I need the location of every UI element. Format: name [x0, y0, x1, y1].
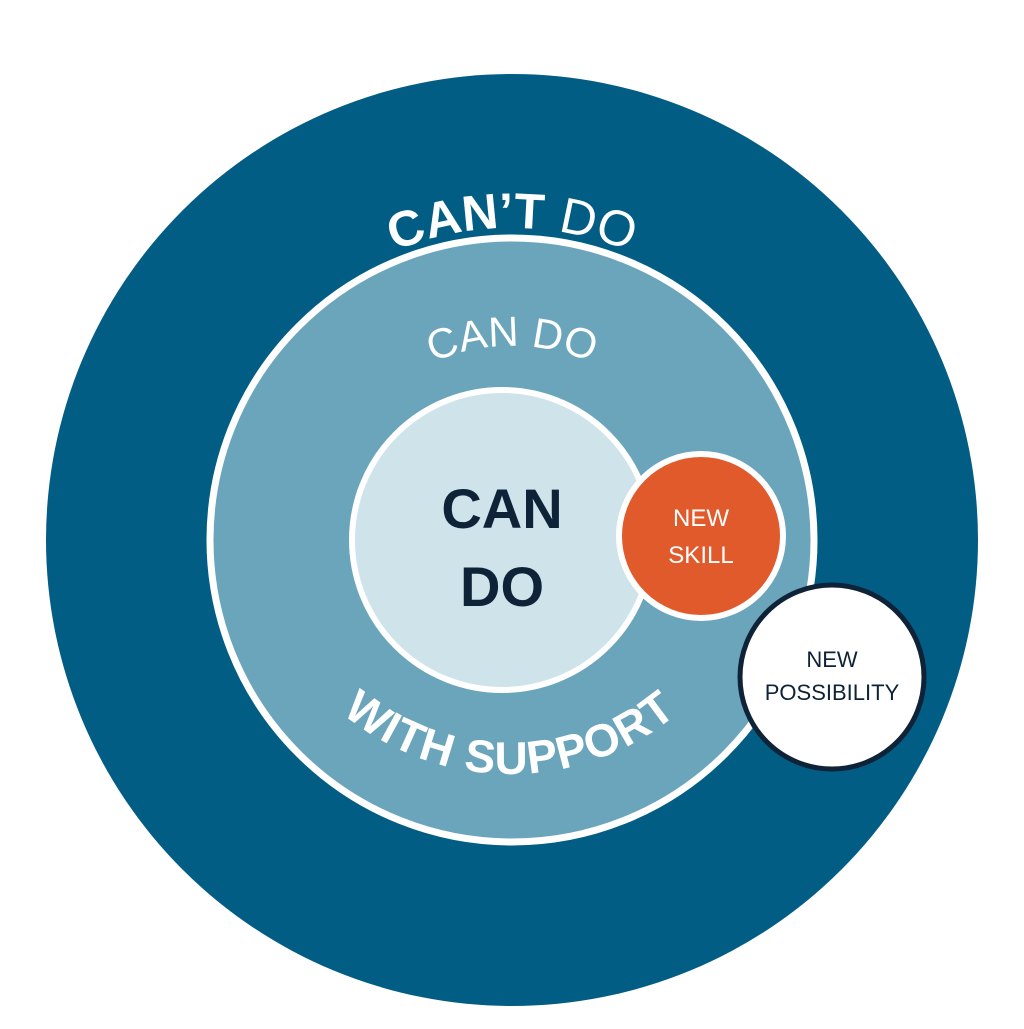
new-skill-label-line2: SKILL [668, 542, 733, 569]
new-possibility-label-line1: NEW [806, 647, 858, 672]
can-do-label-line2: DO [460, 555, 544, 618]
new-possibility-circle [737, 582, 927, 772]
new-skill-circle [616, 451, 786, 621]
new-possibility-label-line2: POSSIBILITY [765, 680, 900, 705]
new-skill-label-line1: NEW [673, 505, 729, 532]
can-do-circle [349, 387, 655, 693]
can-do-label-line1: CAN [441, 477, 562, 540]
